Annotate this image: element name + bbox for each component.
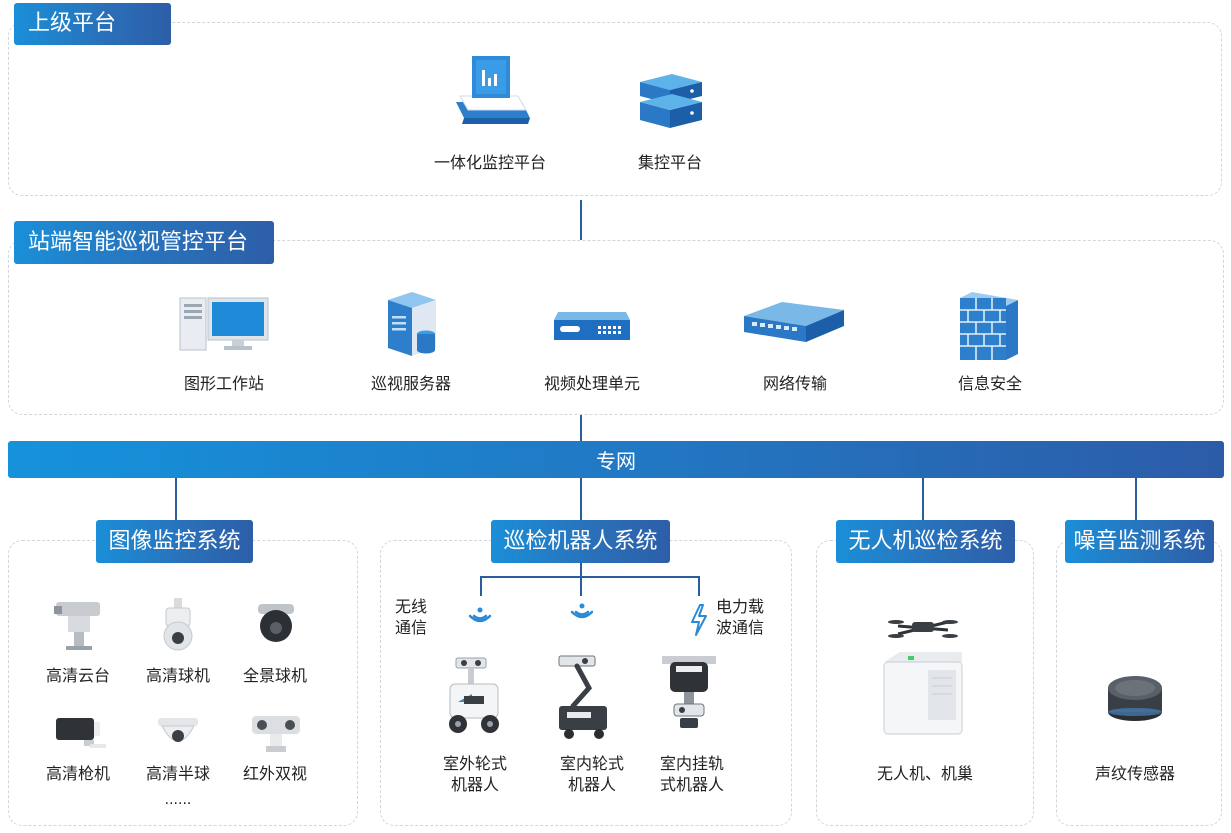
upper-platform-panel: [8, 22, 1222, 196]
station-item-label: 网络传输: [762, 374, 827, 393]
more-indicator: ......: [164, 792, 192, 808]
drone-item-label: 无人机、机巢: [876, 764, 973, 783]
image-system-panel: [8, 540, 358, 826]
infrared-dual-camera-icon: [248, 712, 304, 756]
bus-label: 专网: [596, 449, 636, 473]
ptz-camera-icon: [52, 598, 104, 652]
server-stack-icon: [636, 72, 706, 134]
image-item-label: 高清枪机: [45, 764, 110, 783]
robot-item-label: 室外轮式 机器人: [442, 754, 507, 794]
image-system-title: 图像监控系统: [96, 520, 253, 563]
upper-platform-title: 上级平台: [14, 3, 171, 45]
panoramic-camera-icon: [254, 600, 298, 646]
connector-line: [480, 576, 482, 596]
connector-line: [580, 200, 582, 240]
video-unit-icon: [552, 310, 632, 344]
network-switch-icon: [742, 300, 846, 346]
station-item-label: 信息安全: [957, 374, 1022, 393]
upper-item-label: 一体化监控平台: [433, 153, 546, 172]
upper-item-label: 集控平台: [637, 153, 702, 172]
connector-line: [580, 415, 582, 442]
bullet-camera-icon: [50, 714, 110, 750]
lightning-icon: [690, 604, 708, 636]
wireless-comm-label: 无线 通信: [395, 597, 428, 637]
half-dome-camera-icon: [156, 714, 200, 754]
image-item-label: 高清云台: [45, 666, 110, 685]
connector-line: [480, 576, 700, 578]
connector-line: [580, 563, 582, 596]
station-item-label: 巡视服务器: [370, 374, 451, 393]
noise-system-title: 噪音监测系统: [1065, 520, 1214, 563]
connector-line: [922, 478, 924, 520]
monitor-platform-icon: [452, 52, 532, 134]
private-network-bus: 专网: [8, 441, 1224, 478]
image-item-label: 高清半球: [145, 764, 210, 783]
station-platform-title: 站端智能巡视管控平台: [14, 221, 274, 264]
server-icon: [386, 290, 438, 358]
station-item-label: 图形工作站: [183, 374, 264, 393]
wireless-signal-icon: [566, 600, 598, 626]
rail-robot-icon: [660, 652, 718, 736]
drone-nest-icon: [878, 612, 968, 742]
robot-item-label: 室内挂轨 式机器人: [659, 754, 724, 794]
image-item-label: 红外双视: [242, 764, 307, 783]
noise-item-label: 声纹传感器: [1094, 764, 1175, 783]
image-item-label: 全景球机: [242, 666, 307, 685]
connector-line: [1135, 478, 1137, 520]
connector-line: [698, 576, 700, 596]
robot-item-label: 室内轮式 机器人: [559, 754, 624, 794]
robot-system-title: 巡检机器人系统: [491, 520, 670, 563]
workstation-icon: [178, 296, 270, 352]
firewall-icon: [958, 290, 1020, 362]
dome-camera-icon: [160, 596, 196, 654]
image-item-label: 高清球机: [145, 666, 210, 685]
indoor-robot-icon: [555, 654, 613, 742]
acoustic-sensor-icon: [1106, 672, 1164, 724]
plc-comm-label: 电力载 波通信: [716, 597, 765, 637]
drone-system-title: 无人机巡检系统: [836, 520, 1015, 563]
connector-line: [580, 478, 582, 520]
outdoor-robot-icon: [444, 656, 504, 738]
wireless-signal-icon: [464, 604, 496, 630]
connector-line: [175, 478, 177, 520]
station-item-label: 视频处理单元: [543, 374, 640, 393]
